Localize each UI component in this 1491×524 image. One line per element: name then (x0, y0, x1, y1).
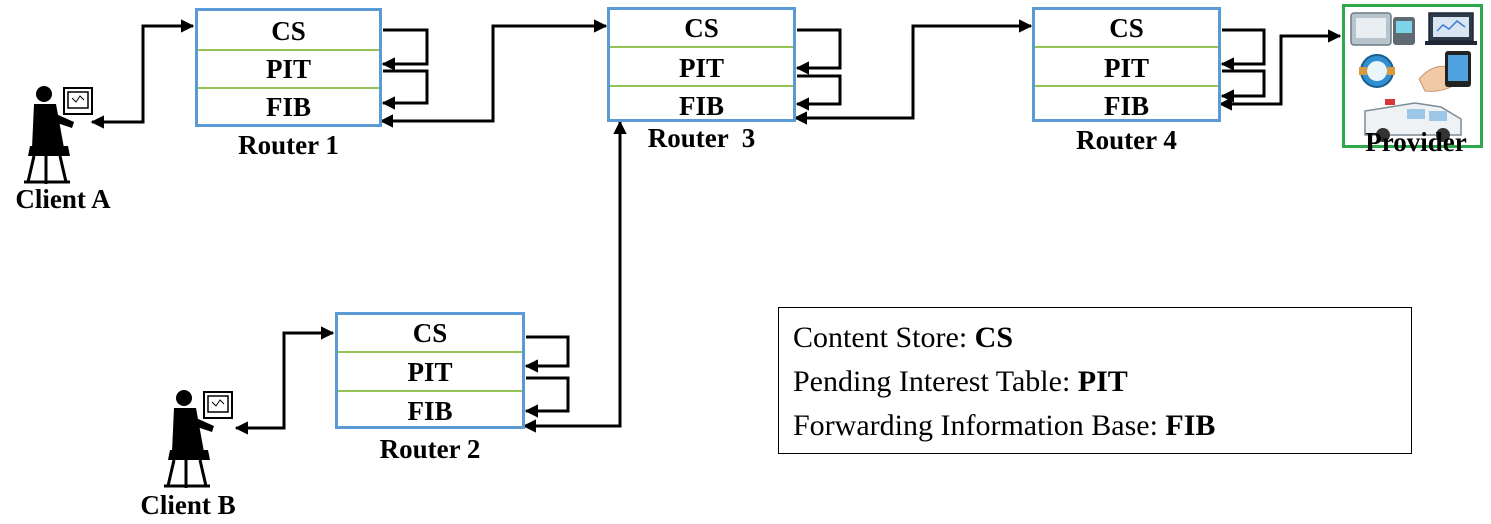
link-clientB-router2 (234, 326, 335, 435)
link-router1-router3 (379, 19, 608, 128)
router-1-label: Router 1 (238, 130, 339, 160)
provider-devices-icon (1350, 12, 1477, 142)
router-1-pit-row: PIT (265, 54, 311, 84)
provider-label: Provider (1365, 127, 1467, 157)
router-3-box: CS PIT FIB (607, 7, 796, 122)
loop-r4-cs-pit (1220, 28, 1266, 71)
router-4-cs-row: CS (1109, 13, 1144, 43)
link-router4-provider (1218, 29, 1342, 111)
router-1-fib-row: FIB (265, 92, 311, 122)
link-clientA-router1 (90, 19, 195, 129)
legend-item-fib: Forwarding Information Base: FIB (793, 404, 1397, 448)
link-router2-router3 (522, 120, 627, 433)
router-2-label: Router 2 (379, 434, 481, 464)
router-3-cs-row: CS (684, 13, 719, 43)
legend-item-cs: Content Store: CS (793, 316, 1397, 360)
legend-cs-text: Content Store: (793, 321, 975, 354)
legend-pit-abbr: PIT (1077, 365, 1128, 398)
loop-r1-cs-pit (381, 28, 429, 71)
router-2-pit-row: PIT (407, 357, 453, 387)
router-3-pit-row: PIT (678, 53, 724, 83)
legend-box: Content Store: CS Pending Interest Table… (778, 307, 1412, 454)
router-3-fib-row: FIB (678, 91, 724, 121)
legend-fib-abbr: FIB (1165, 409, 1216, 442)
router-2-cs-row: CS (412, 318, 448, 348)
client-b-icon (164, 390, 233, 488)
router-4-fib-row: FIB (1103, 91, 1149, 121)
loop-r4-pit-fib (1220, 69, 1266, 103)
client-b-label: Client B (140, 490, 236, 520)
router-4-label: Router 4 (1076, 125, 1177, 155)
loop-r1-pit-fib (381, 69, 429, 110)
loop-r3-pit-fib (795, 74, 842, 111)
provider-box (1342, 4, 1483, 148)
legend-pit-text: Pending Interest Table: (793, 365, 1078, 398)
loop-r2-pit-fib (524, 376, 570, 418)
router-4-pit-row: PIT (1103, 53, 1149, 83)
router-1-cs-row: CS (271, 16, 306, 46)
router-2-box: CS PIT FIB (335, 312, 525, 429)
loop-r3-cs-pit (795, 28, 842, 75)
link-router3-router4 (793, 19, 1033, 125)
router-4-box: CS PIT FIB (1032, 7, 1221, 122)
router-1-box: CS PIT FIB (195, 8, 382, 127)
client-a-icon (24, 86, 93, 184)
router-2-fib-row: FIB (407, 396, 453, 426)
loop-r2-cs-pit (524, 335, 570, 373)
legend-fib-text: Forwarding Information Base: (793, 409, 1166, 442)
legend-item-pit: Pending Interest Table: PIT (793, 360, 1397, 404)
client-a-label: Client A (15, 184, 111, 214)
legend-cs-abbr: CS (974, 321, 1014, 354)
router-3-label: Router 3 (647, 123, 756, 153)
